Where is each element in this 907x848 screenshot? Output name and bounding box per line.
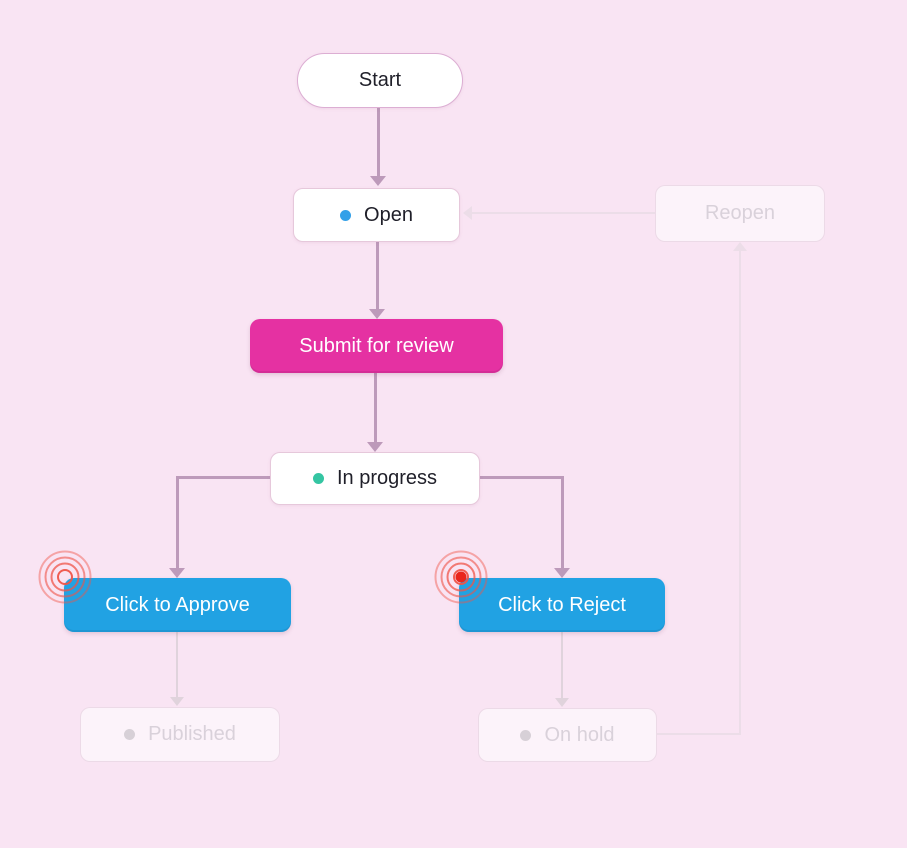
node-start-label: Start (358, 69, 402, 91)
connector-submit-inprogress (374, 373, 377, 444)
submit-for-review-label: Submit for review (299, 334, 454, 357)
arrowhead-approve (169, 568, 185, 578)
submit-for-review-button[interactable]: Submit for review (250, 319, 503, 373)
connector-start-open (377, 108, 380, 178)
connector-inprogress-approve-v (176, 476, 179, 570)
status-dot-on-hold (520, 729, 532, 741)
connector-inprogress-approve-h (176, 476, 270, 479)
connector-onhold-loop (657, 733, 741, 735)
node-reopen: Reopen (655, 185, 825, 242)
status-dot-open (340, 209, 352, 221)
arrowhead-open-submit (369, 309, 385, 319)
arrowhead-submit-inprogress (367, 442, 383, 452)
arrowhead-reopen-open (463, 206, 472, 220)
connector-reject-onhold (561, 632, 563, 698)
arrowhead-reject (554, 568, 570, 578)
connector-approve-published (176, 632, 178, 698)
node-on-hold: On hold (478, 708, 657, 762)
node-open-label: Open (364, 203, 413, 226)
connector-loop-reopen (739, 250, 741, 735)
node-open: Open (293, 188, 460, 242)
status-dot-in-progress (312, 473, 324, 484)
arrowhead-published (170, 697, 184, 706)
arrowhead-onhold (555, 698, 569, 707)
connector-inprogress-reject-v (561, 476, 564, 570)
status-dot-published (124, 729, 136, 740)
click-to-reject-button[interactable]: Click to Reject (459, 578, 665, 632)
connector-reopen-open (472, 212, 655, 214)
connector-open-submit (376, 242, 379, 311)
node-in-progress-label: In progress (336, 467, 438, 489)
node-on-hold-label: On hold (544, 723, 615, 746)
connector-inprogress-reject-h (480, 476, 564, 479)
click-to-approve-label: Click to Approve (105, 593, 250, 616)
pulse-center-dot (455, 571, 467, 583)
node-published-label: Published (148, 723, 236, 745)
node-start: Start (297, 53, 463, 108)
arrowhead-start-open (370, 176, 386, 186)
click-to-reject-label: Click to Reject (498, 593, 626, 616)
node-reopen-label: Reopen (704, 202, 776, 224)
arrowhead-reopen (733, 242, 747, 251)
node-in-progress: In progress (270, 452, 480, 505)
node-published: Published (80, 707, 280, 762)
click-to-approve-button[interactable]: Click to Approve (64, 578, 291, 632)
